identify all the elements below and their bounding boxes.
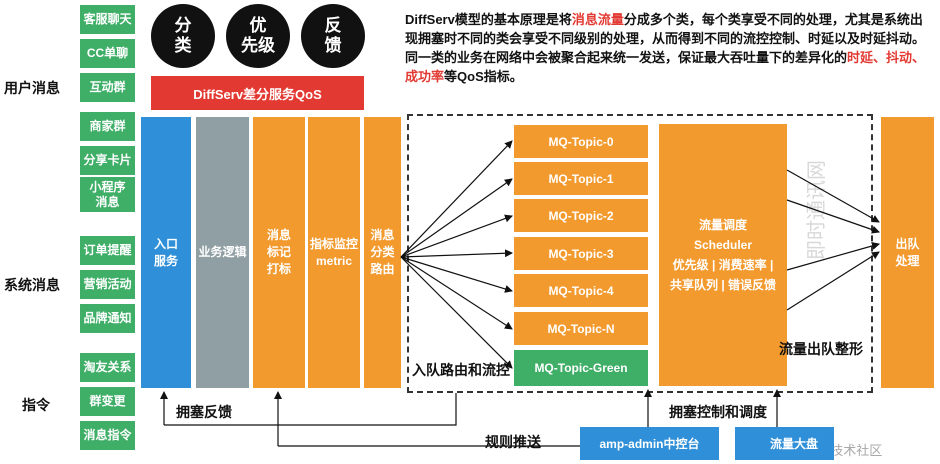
topic-3: MQ-Topic-3 [514,237,648,270]
traffic-scheduler: 流量调度 Scheduler 优先级 | 消费速率 | 共享队列 | 错误反馈 [659,124,787,386]
topic-4: MQ-Topic-4 [514,274,648,307]
pipeline-classify-route: 消息 分类 路由 [364,117,401,388]
route-arrow-topic-3 [400,249,513,258]
source-item-miniprogram: 小程序 消息 [80,177,135,212]
topic-green: MQ-Topic-Green [514,350,648,386]
class-circle-classify: 分 类 [151,4,215,68]
traffic-dashboard-button[interactable]: 流量大盘 [735,427,834,460]
source-item-marketing: 营销活动 [80,270,135,299]
source-item-message-command: 消息指令 [80,421,135,450]
group-label-user: 用户消息 [4,80,60,96]
source-item-friend-relation: 淘友关系 [80,353,135,382]
class-circle-feedback: 反 馈 [301,4,365,68]
source-item-merchant-group: 商家群 [80,112,135,141]
route-arrow-topic-n [400,256,513,330]
source-item-customer-chat: 客服聊天 [80,5,135,34]
topic-0: MQ-Topic-0 [514,125,648,158]
group-label-command: 指令 [22,397,50,413]
group-label-system: 系统消息 [4,277,60,293]
route-arrow-topic-1 [400,178,513,258]
caption-traffic-shaping: 流量出队整形 [779,341,863,357]
diffserv-banner: DiffServ差分服务QoS [151,76,364,110]
caption-congestion-feedback: 拥塞反馈 [176,404,232,420]
caption-enqueue-routing: 入队路由和流控 [410,360,512,380]
out-arrow-3 [786,242,880,271]
pipeline-message-tagging: 消息 标记 打标 [253,117,305,388]
description-text: DiffServ模型的基本原理是将消息流量分成多个类，每个类享受不同的处理，尤其… [405,10,927,86]
description-part-2: 分成多个类，每个类享受不同的处理，尤其是系统出现拥塞时不同的类会享受不同级别的处… [405,12,926,65]
pipeline-metric-monitor: 指标监控 metric [308,117,360,388]
description-highlight-1: 消息流量 [571,12,624,27]
out-arrow-2 [786,199,880,234]
source-item-group-change: 群变更 [80,387,135,416]
source-item-brand-notice: 品牌通知 [80,304,135,333]
topic-2: MQ-Topic-2 [514,199,648,232]
pipeline-business-logic: 业务逻辑 [196,117,249,388]
caption-congestion-control: 拥塞控制和调度 [669,404,767,420]
source-item-interactive-group: 互动群 [80,73,135,102]
route-arrow-topic-4 [400,256,513,293]
topic-n: MQ-Topic-N [514,312,648,345]
out-arrow-4 [786,251,880,311]
dequeue-processing: 出队 处理 [881,117,934,388]
out-arrow-1 [786,169,880,223]
description-part-1: DiffServ模型的基本原理是将 [405,12,572,27]
description-part-3: 等QoS指标。 [444,69,523,84]
source-item-share-card: 分享卡片 [80,146,135,175]
route-arrow-topic-0 [400,140,513,258]
route-arrow-topic-green [400,256,513,369]
description-highlight-2: 时延、抖动、成功率 [405,50,926,84]
topic-1: MQ-Topic-1 [514,162,648,195]
source-item-order-reminder: 订单提醒 [80,236,135,265]
route-arrow-topic-2 [400,214,513,258]
pipeline-entry-service: 入口 服务 [141,117,191,388]
feedback-line [164,393,457,426]
source-item-cc-chat: CC单聊 [80,39,135,68]
amp-admin-console-button[interactable]: amp-admin中控台 [580,427,719,460]
class-circle-priority: 优 先级 [226,4,290,68]
